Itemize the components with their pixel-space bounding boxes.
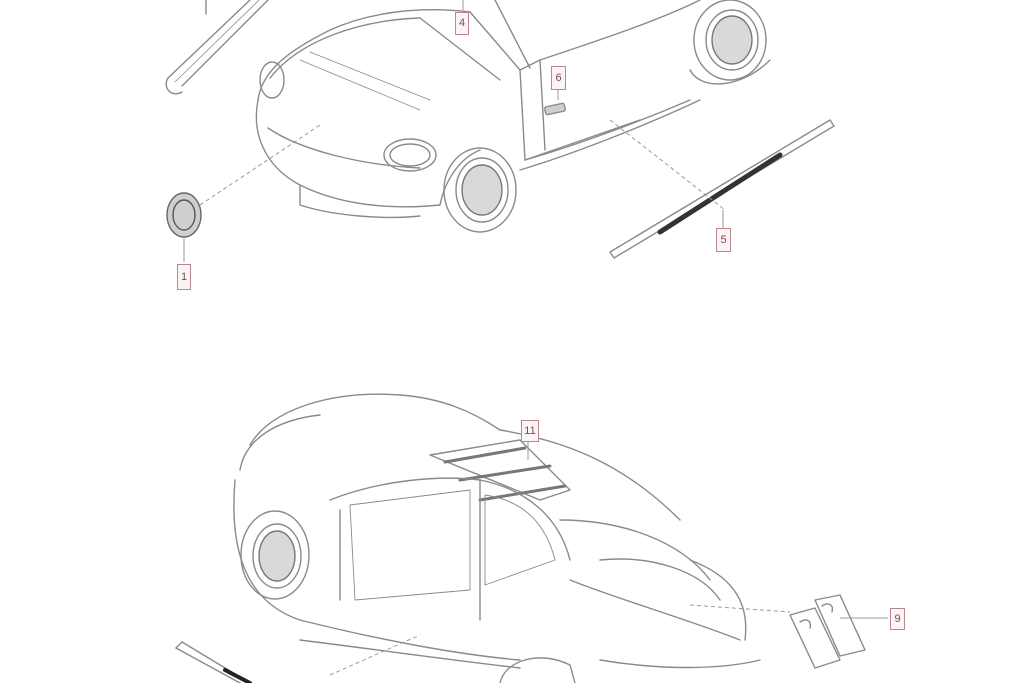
callout-4-label: 4 bbox=[458, 17, 466, 29]
callout-5-label: 5 bbox=[720, 233, 727, 246]
rear-decal-set-part bbox=[789, 594, 866, 669]
leader-lines bbox=[183, 0, 888, 676]
callout-1-label: 1 bbox=[180, 270, 188, 283]
callout-11-label: 11 bbox=[524, 424, 536, 437]
rear-car-illustration bbox=[233, 393, 761, 683]
callout-9: 9 bbox=[890, 608, 905, 630]
rear-sill-strip-part bbox=[175, 641, 252, 683]
callout-6-label: 6 bbox=[555, 71, 562, 84]
callout-4: 4 bbox=[455, 12, 469, 35]
callout-9-label: 9 bbox=[894, 612, 901, 625]
front-emblem-part bbox=[166, 192, 202, 238]
side-sill-stripe-part bbox=[609, 119, 835, 259]
callout-6: 6 bbox=[551, 66, 566, 90]
callout-1: 1 bbox=[177, 264, 191, 290]
callout-5: 5 bbox=[716, 228, 731, 252]
callout-11: 11 bbox=[521, 420, 539, 442]
front-car-illustration bbox=[165, 0, 771, 233]
